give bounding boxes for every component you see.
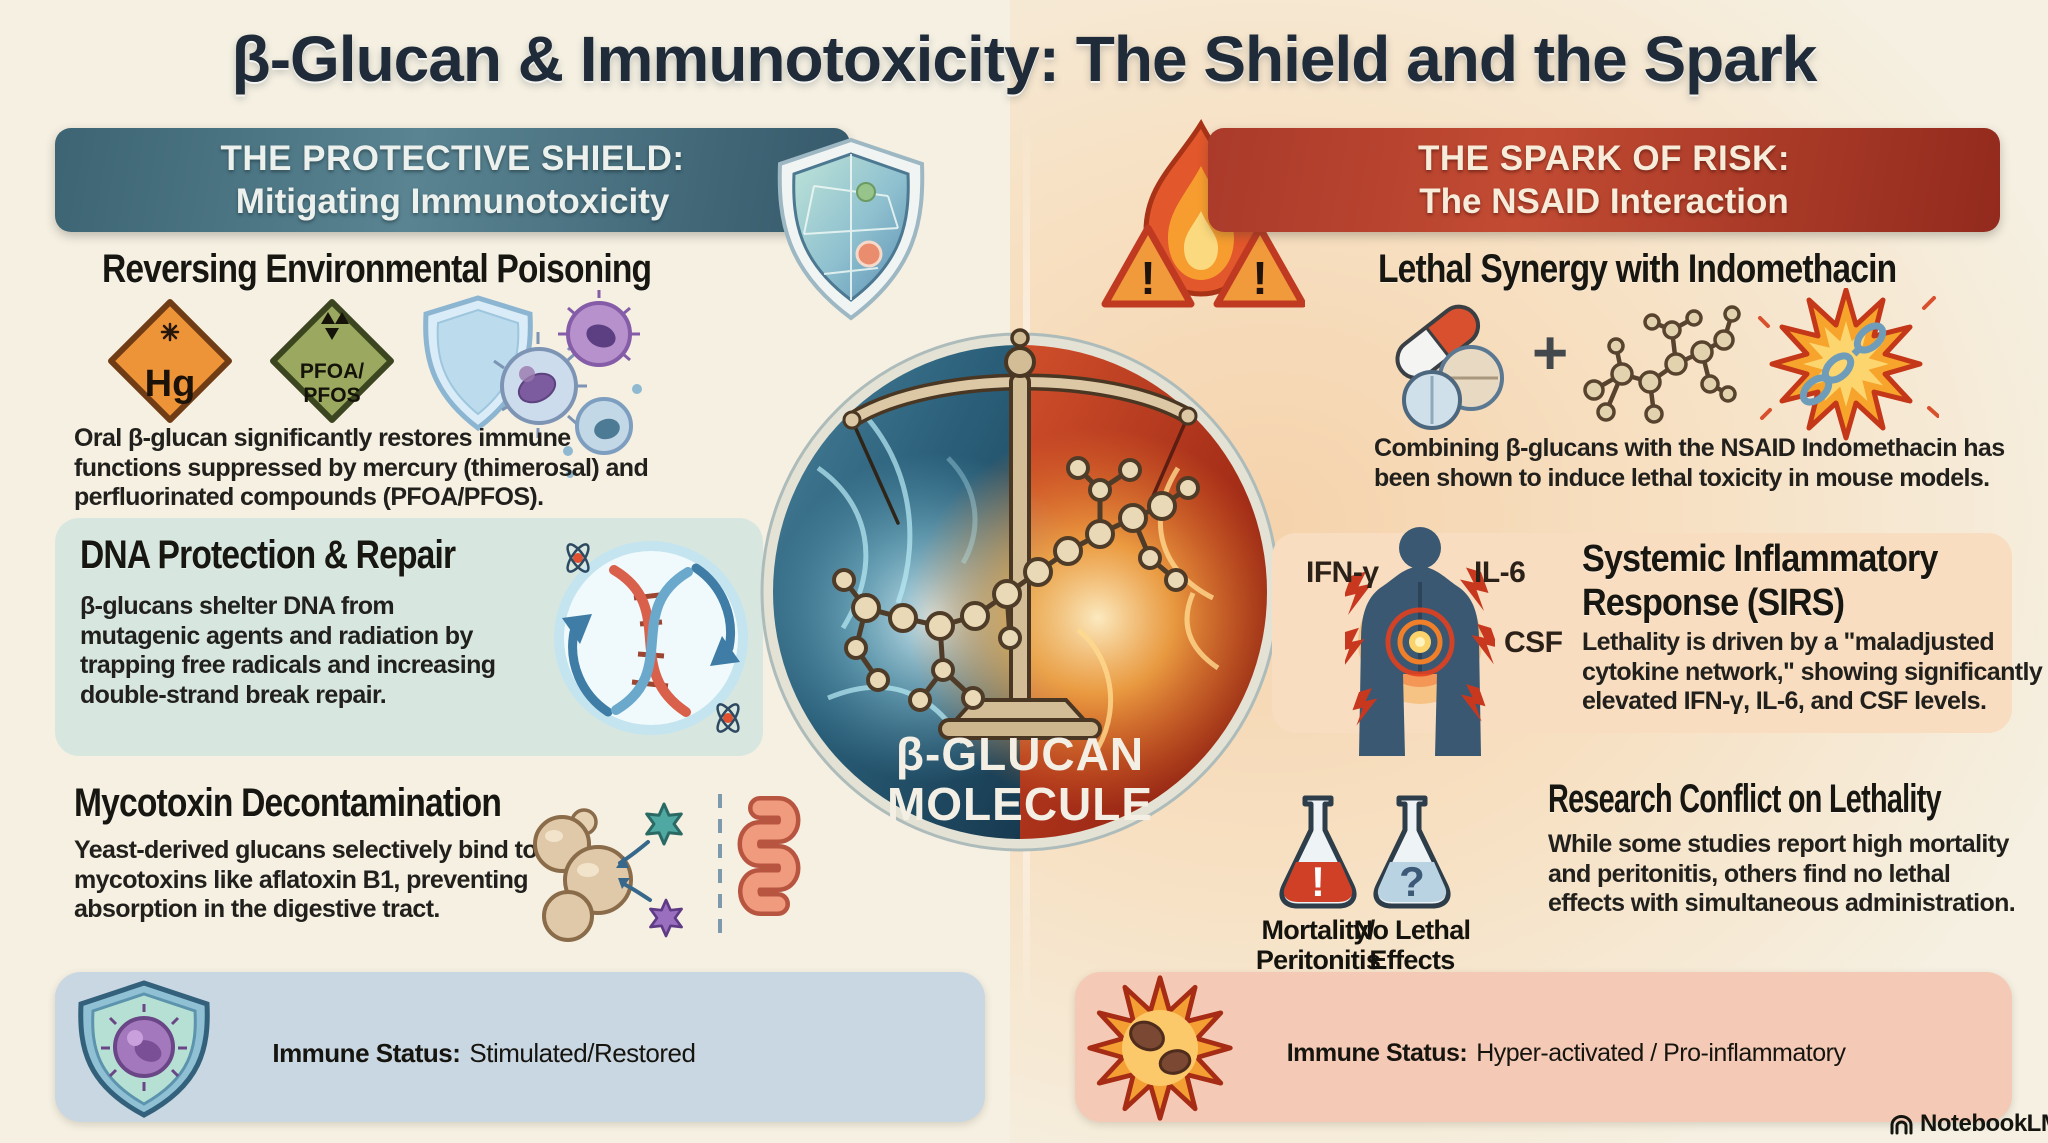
left-header-line2: Mitigating Immunotoxicity [235,181,670,221]
toxin-star-purple-icon [649,898,683,938]
warning-exclamation: ! [1140,252,1155,304]
plus-sign: + [1532,319,1569,388]
right-header-line1: THE SPARK OF RISK: [1418,138,1790,178]
summary-line: Survival Rate:Potential Lethality (SIRS) [1248,1121,1896,1143]
pfoa-hazard-icon: PFOA/ PFOS [270,299,394,423]
notebooklm-logo-icon [1890,1115,1913,1135]
sirs-body-text: Lethality is driven by a "maladjusted cy… [1582,628,2043,715]
flask-mortality-icon: ! [1279,795,1357,909]
flask-no-effect-icon: ? [1373,795,1451,909]
right-header-line2: The NSAID Interaction [1419,181,1789,221]
cytokine-label-ifn: IFN-γ [1306,556,1379,589]
summary-line: Immune Status:Stimulated/Restored [272,1038,696,1068]
atom-icon [566,543,590,573]
explosion-broken-chain-icon [1758,288,1939,441]
section-heading-environmental: Reversing Environmental Poisoning [102,247,652,291]
section-heading-mycotoxin: Mycotoxin Decontamination [74,781,502,825]
intestine-icon [737,796,801,916]
summary-line: Survival Rate:High (Protective) [232,1121,695,1143]
glucan-molecule-icon [832,456,1200,712]
dna-repair-icon [554,541,748,735]
yeast-cells-icon [533,808,633,942]
burst-cell-icon [1087,975,1233,1121]
warning-triangles-icon: ! ! [1101,224,1305,308]
shield-immune-cells-icon [423,290,642,478]
cytokine-label-csf: CSF [1504,626,1563,659]
balance-medallion: β-GLUCAN MOLECULE [760,328,1280,852]
svg-text:PFOA/: PFOA/ [300,360,364,383]
glucan-molecule-small-icon [1583,305,1741,424]
medallion-label-line2: MOLECULE [887,778,1153,830]
section-heading-sirs: Systemic Inflammatory Response (SIRS) [1582,538,1938,625]
notebooklm-label: NotebookLM [1920,1110,2048,1137]
cytokine-label-il6: IL-6 [1474,556,1526,589]
section-heading-synergy: Lethal Synergy with Indomethacin [1378,247,1897,291]
pills-icon [1395,304,1504,430]
svg-text:PFOS: PFOS [303,384,360,407]
page-title: β-Glucan & Immunotoxicity: The Shield an… [231,23,1818,95]
yeast-binding-icon [533,794,801,942]
environmental-body-text: Oral β-glucan significantly restores imm… [74,424,649,511]
mycotoxin-body-text: Yeast-derived glucans selectively bind t… [74,836,538,923]
lightning-bolts-icon [1345,567,1495,726]
flask-question: ? [1399,858,1425,905]
left-header-banner: THE PROTECTIVE SHIELD: Mitigating Immuno… [55,128,850,232]
toxin-star-teal-icon [645,802,683,846]
research-body-text: While some studies report high mortality… [1548,830,2016,917]
flask-exclamation: ! [1311,858,1325,905]
left-summary-lines: Immune Status:Stimulated/Restored Surviv… [232,986,696,1143]
section-heading-dna: DNA Protection & Repair [80,533,456,577]
left-header-line1: THE PROTECTIVE SHIELD: [220,138,685,178]
right-summary-lines: Immune Status:Hyper-activated / Pro-infl… [1248,986,1896,1143]
chain-icon [1799,322,1887,406]
shield-hero-icon [777,137,925,321]
flask-mortality-label: Mortality/ Peritonitis [1255,915,1381,975]
notebooklm-watermark: NotebookLM [1888,1110,2048,1138]
right-header-banner: THE SPARK OF RISK: The NSAID Interaction [1208,128,2000,232]
hg-hazard-icon: Hg [108,299,232,423]
dna-body-text: β-glucans shelter DNA from mutagenic age… [80,592,496,709]
hg-label: Hg [145,363,196,405]
medallion-label-line1: β-GLUCAN [896,728,1144,780]
hazard-badges-icon: Hg PFOA/ PFOS [108,299,394,423]
atom-icon [716,703,740,733]
warning-exclamation: ! [1252,252,1267,304]
body-inflammation-icon [1345,527,1495,756]
summary-line: Immune Status:Hyper-activated / Pro-infl… [1286,1039,1846,1067]
synergy-body-text: Combining β-glucans with the NSAID Indom… [1374,434,2005,492]
energy-streaks-orange [1076,466,1220,750]
flask-no-effect-label: No Lethal Effects [1353,915,1471,975]
balance-scale-icon [842,328,1198,740]
left-summary-box [55,972,985,1122]
section-heading-research: Research Conflict on Lethality [1548,777,1942,821]
shield-summary-icon [78,980,210,1118]
